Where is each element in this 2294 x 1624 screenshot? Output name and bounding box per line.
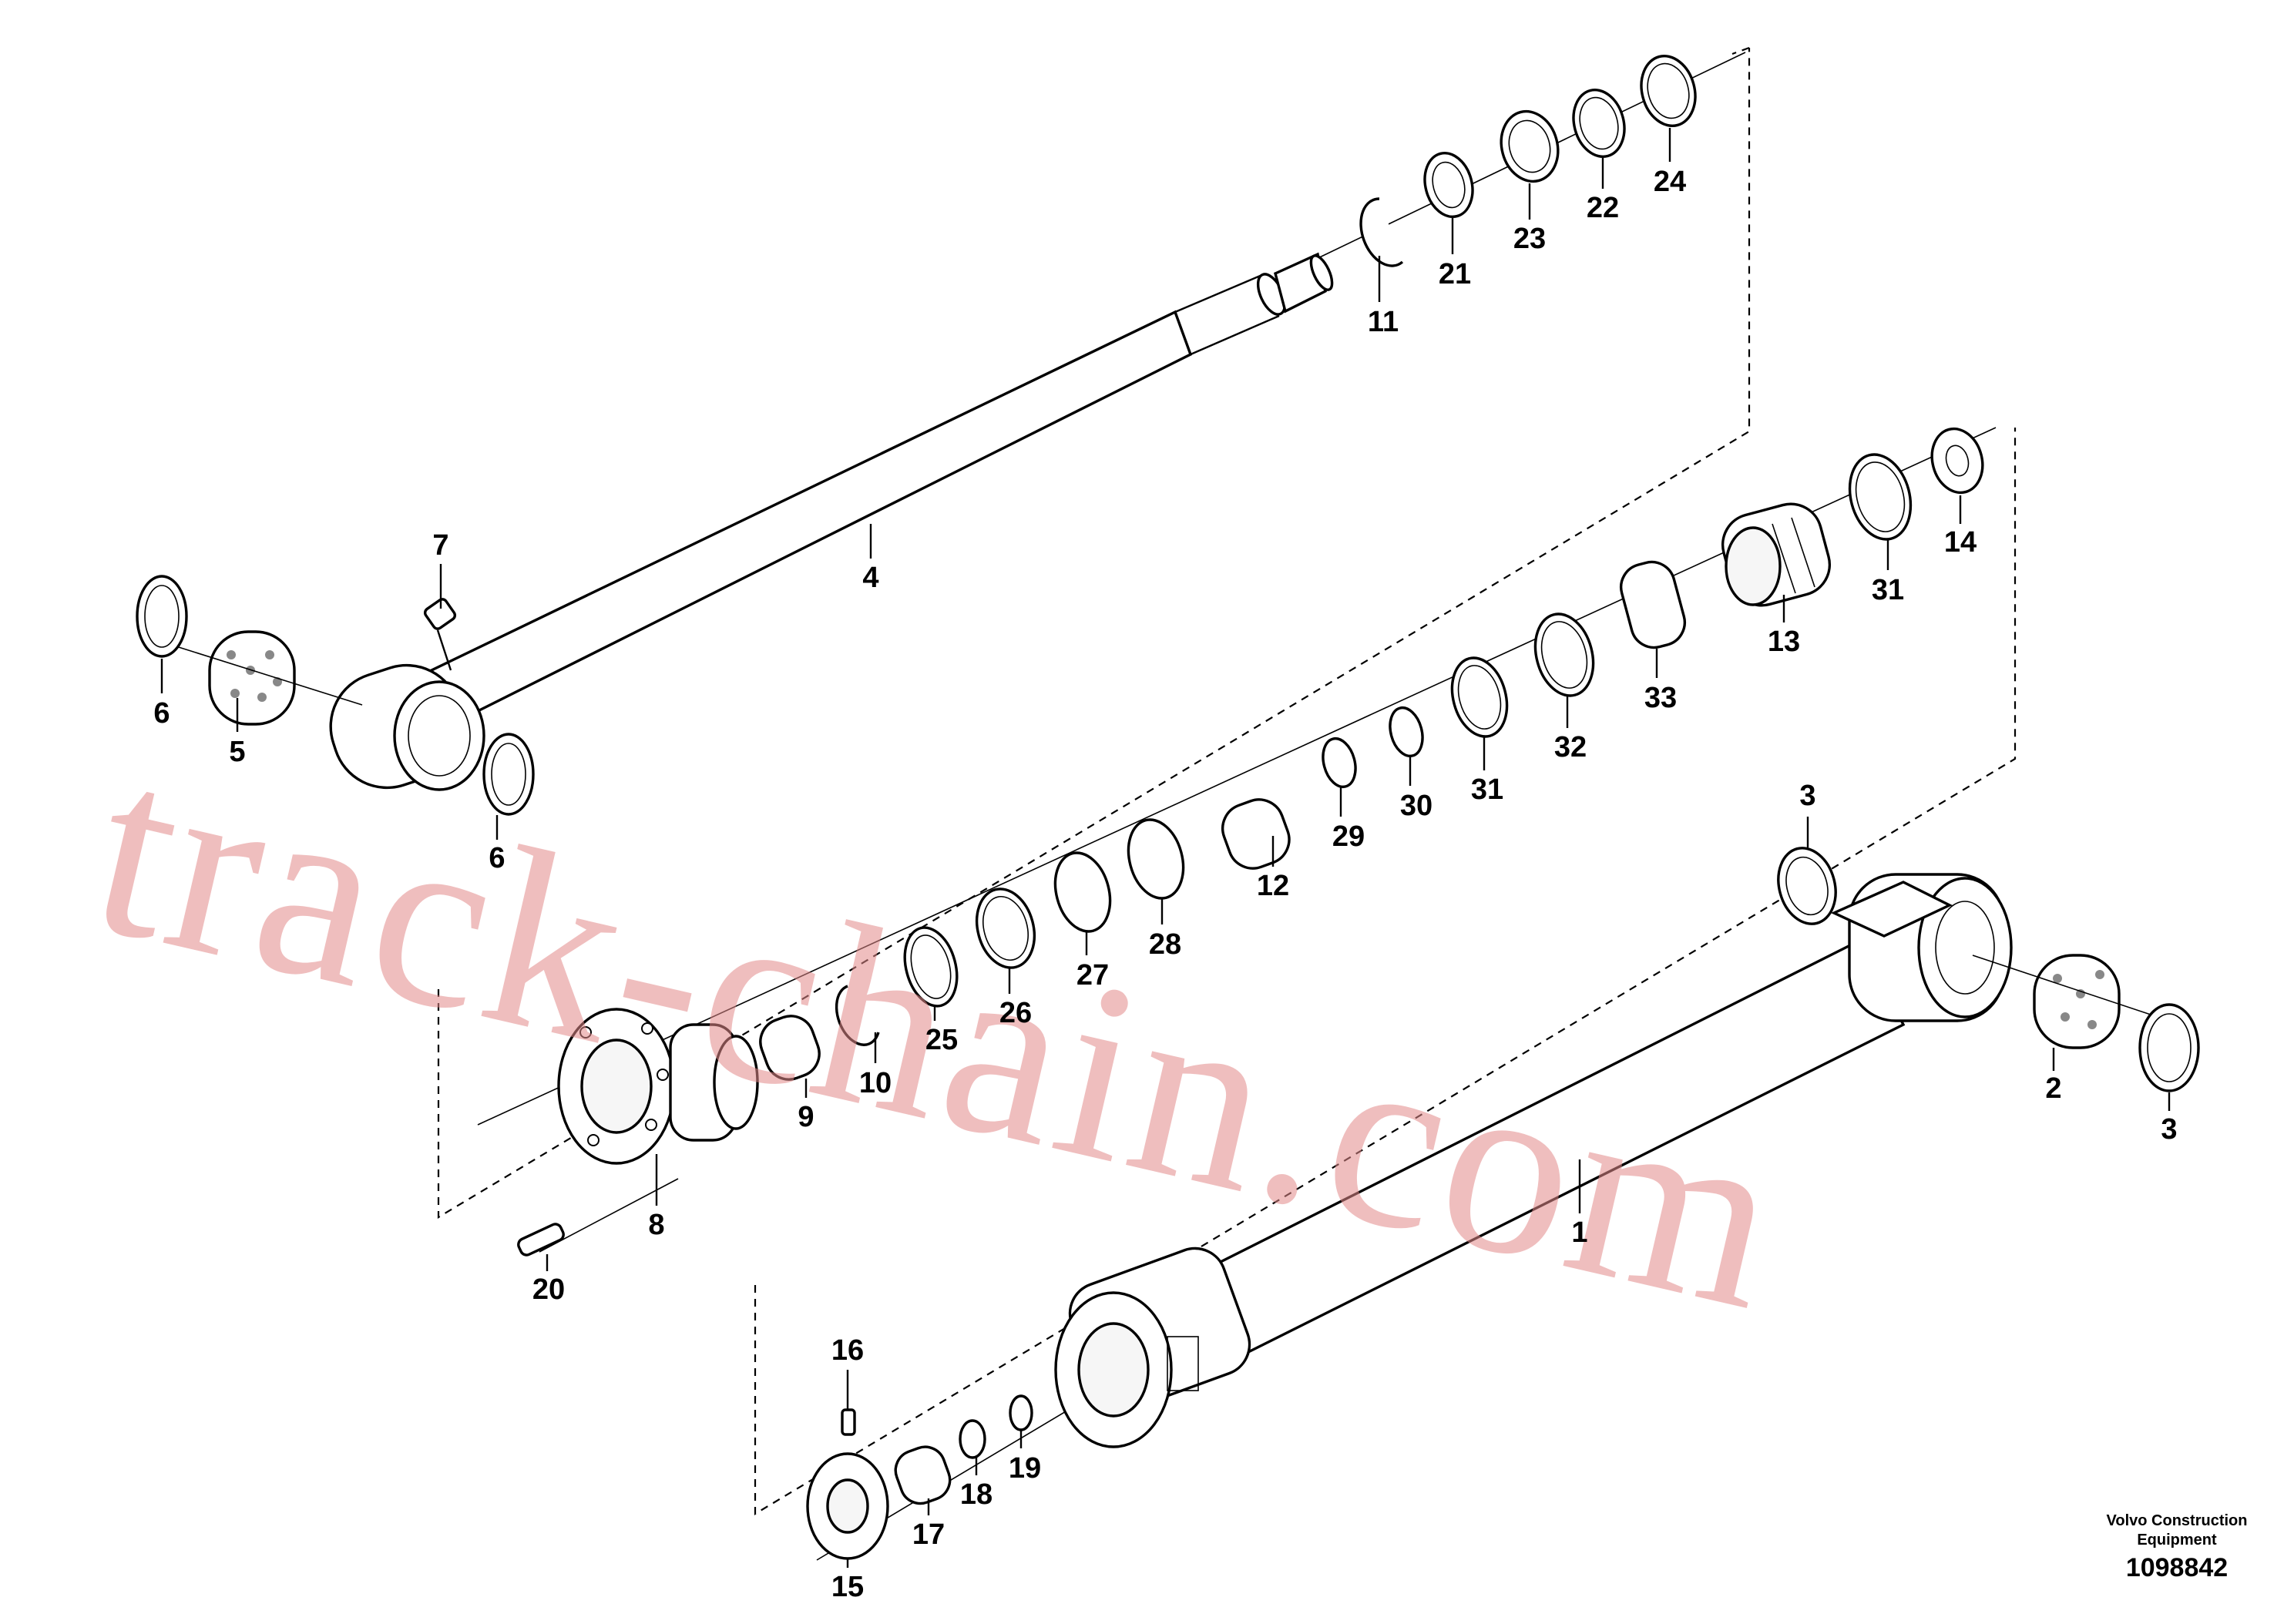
callout-10: 10 xyxy=(859,1067,892,1099)
drawing-footer: Volvo Construction Equipment 1098842 xyxy=(2107,1512,2248,1582)
nut-15 xyxy=(806,1452,889,1560)
ring-29 xyxy=(1322,737,1357,789)
callout-23: 23 xyxy=(1513,223,1546,255)
callout-8: 8 xyxy=(648,1209,664,1241)
callout-5: 5 xyxy=(229,736,245,768)
seal-28 xyxy=(1127,818,1185,900)
ring-30 xyxy=(1389,706,1424,758)
callout-18: 18 xyxy=(960,1478,992,1511)
ring-19 xyxy=(1009,1394,1033,1431)
seal-23 xyxy=(1500,109,1560,183)
callout-6-right: 6 xyxy=(489,842,505,874)
brand-name-line1: Volvo Construction xyxy=(2107,1512,2248,1529)
seal-22 xyxy=(1572,88,1626,159)
seal-24 xyxy=(1640,55,1697,127)
callout-3-upper: 3 xyxy=(1799,780,1815,812)
callout-11: 11 xyxy=(1368,306,1399,338)
callout-27: 27 xyxy=(1076,959,1109,992)
callout-16: 16 xyxy=(831,1334,864,1367)
callout-25: 25 xyxy=(925,1024,958,1056)
snap-ring-11 xyxy=(1359,197,1404,267)
rod-eye xyxy=(329,663,485,791)
callout-32: 32 xyxy=(1554,731,1587,763)
bushing-base xyxy=(1972,954,2158,1049)
bushing-12 xyxy=(1221,798,1291,870)
callout-7: 7 xyxy=(432,529,448,562)
cylinder-head-end xyxy=(1054,1247,1251,1448)
callout-6-left: 6 xyxy=(153,697,170,730)
seal-27 xyxy=(1053,851,1112,933)
callout-3-lower: 3 xyxy=(2161,1113,2177,1146)
set-screw-16 xyxy=(841,1408,856,1436)
callout-33: 33 xyxy=(1644,682,1677,714)
callout-29: 29 xyxy=(1332,820,1365,853)
grease-nipple xyxy=(423,598,457,671)
callout-22: 22 xyxy=(1587,192,1619,224)
ring-18 xyxy=(959,1419,986,1459)
callout-28: 28 xyxy=(1149,928,1181,961)
callout-20: 20 xyxy=(532,1273,565,1306)
group-boundaries xyxy=(437,46,2017,1515)
drawing-number: 1098842 xyxy=(2126,1553,2228,1582)
seal-21 xyxy=(1423,151,1474,219)
seal-31 xyxy=(1450,656,1509,738)
snap-ring-10 xyxy=(835,985,880,1046)
seal-32 xyxy=(1533,612,1595,697)
callout-9: 9 xyxy=(798,1101,814,1133)
callout-31-lower: 31 xyxy=(1471,773,1503,806)
callout-15: 15 xyxy=(831,1571,864,1603)
bushing-9 xyxy=(759,1015,821,1081)
callout-21: 21 xyxy=(1439,258,1471,290)
brand-name-line2: Equipment xyxy=(2137,1532,2217,1549)
callout-labels: 1 2 3 3 4 5 6 6 7 8 9 10 11 12 13 14 15 … xyxy=(153,166,2177,1603)
seal-3-upper xyxy=(1777,847,1837,925)
callout-26: 26 xyxy=(999,997,1032,1029)
bushing-17 xyxy=(894,1445,952,1505)
washer-14 xyxy=(1930,427,1984,495)
leader-lines xyxy=(160,128,2171,1568)
cylinder-head xyxy=(557,1008,759,1165)
cylinder-base-end xyxy=(1830,873,2013,1022)
callout-19: 19 xyxy=(1009,1452,1041,1485)
seal-3-lower xyxy=(2138,1003,2200,1092)
seal-25 xyxy=(903,926,959,1008)
piston-13 xyxy=(1721,502,1832,607)
callout-14: 14 xyxy=(1944,526,1977,559)
ring-33 xyxy=(1619,560,1687,649)
bushing-rod xyxy=(153,630,363,726)
callout-17: 17 xyxy=(912,1518,945,1551)
callout-13: 13 xyxy=(1768,626,1800,658)
piston-group xyxy=(477,427,1997,1257)
callout-30: 30 xyxy=(1400,790,1432,822)
callout-12: 12 xyxy=(1257,870,1289,902)
callout-24: 24 xyxy=(1654,166,1686,198)
bolt-20 xyxy=(517,1178,679,1257)
callout-31-upper: 31 xyxy=(1872,574,1904,606)
callout-4: 4 xyxy=(862,562,878,594)
piston-rod-group xyxy=(136,52,1746,816)
cylinder-tube-group xyxy=(806,847,2200,1561)
callout-2: 2 xyxy=(2045,1072,2061,1105)
callout-1: 1 xyxy=(1571,1216,1587,1249)
